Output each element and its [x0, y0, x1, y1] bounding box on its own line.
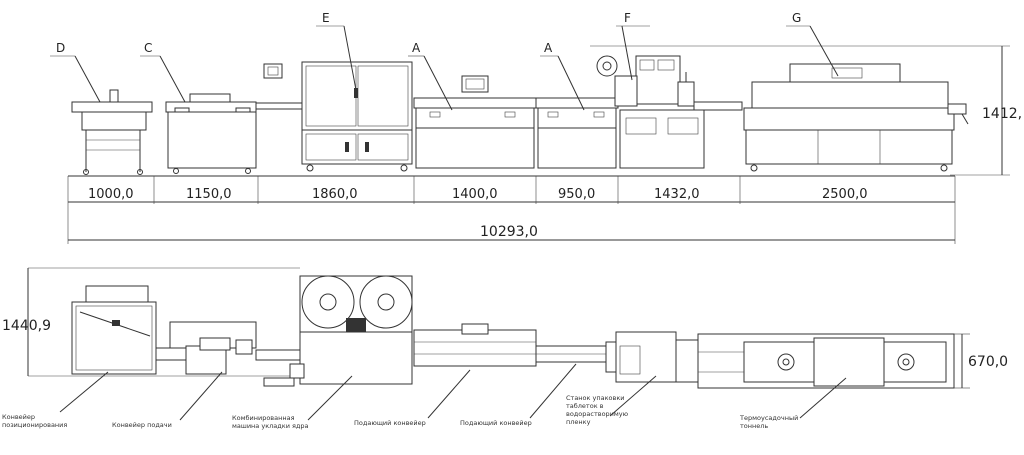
caption-positioning-conveyor-2: позиционирования	[2, 421, 67, 429]
module-g-side	[743, 63, 969, 172]
dim-g: 2500,0	[822, 187, 868, 202]
caption-feed-conveyor: Конвейер подачи	[112, 421, 172, 429]
module-f-plan	[605, 331, 699, 383]
dim-a2: 950,0	[558, 187, 595, 202]
dim-total: 10293,0	[480, 224, 538, 240]
dim-c: 1150,0	[186, 187, 232, 202]
label-a1: A	[412, 41, 421, 55]
caption-packing-machine-2: таблеток в	[566, 402, 604, 410]
dim-f: 1432,0	[654, 187, 700, 202]
dim-plan-width: 1440,9	[2, 318, 51, 334]
module-d-plan	[71, 285, 187, 375]
caption-positioning-conveyor-1: Конвейер	[2, 413, 35, 421]
module-a1-side	[413, 75, 537, 169]
dim-height: 1412,	[982, 106, 1022, 122]
module-f-side	[596, 55, 743, 169]
label-g: G	[792, 11, 801, 25]
side-elevation: D C E A A F G 1000,0 1150,0 1860,0 1400,…	[50, 11, 1022, 244]
caption-core-machine-2: машина укладки ядра	[232, 422, 309, 430]
dim-e: 1860,0	[312, 187, 358, 202]
dim-a1: 1400,0	[452, 187, 498, 202]
caption-core-machine-1: Комбинированная	[232, 414, 295, 422]
plan-view: 1440,9	[2, 267, 1008, 430]
label-a2: A	[544, 41, 553, 55]
module-a2-side	[535, 97, 619, 169]
dim-plan-depth: 670,0	[968, 354, 1008, 370]
caption-packing-machine-3: водорастворимую	[566, 410, 629, 418]
module-e-plan	[289, 275, 413, 385]
module-g-plan	[697, 333, 955, 389]
caption-feeding-conveyor-1: Подающий конвейер	[354, 419, 426, 427]
module-c-plan	[169, 321, 301, 387]
module-a2-plan	[535, 345, 607, 363]
module-c-side	[165, 93, 257, 174]
module-a1-plan	[413, 323, 537, 367]
label-c: C	[144, 41, 152, 55]
dim-d: 1000,0	[88, 187, 134, 202]
caption-shrink-tunnel-1: Термоусадочный	[739, 414, 798, 422]
caption-feeding-conveyor-2: Подающий конвейер	[460, 419, 532, 427]
caption-packing-machine-4: пленку	[566, 418, 591, 426]
label-f: F	[624, 11, 631, 25]
module-d-side	[71, 89, 153, 175]
module-e-side	[301, 61, 413, 172]
label-d: D	[56, 41, 65, 55]
label-e: E	[322, 11, 330, 25]
caption-shrink-tunnel-2: тоннель	[740, 422, 768, 430]
caption-packing-machine-1: Станок упаковки	[566, 394, 625, 402]
